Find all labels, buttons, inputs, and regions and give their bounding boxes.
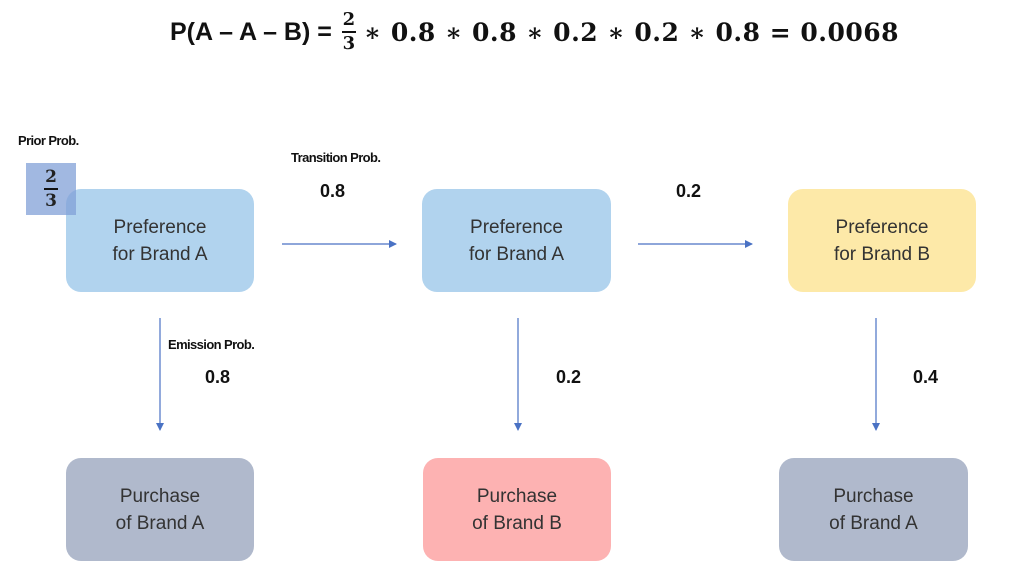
emission-prob-label: Emission Prob.: [168, 337, 255, 352]
emission-prob-2: 0.2: [556, 367, 582, 387]
observation-box-1: Purchase of Brand A: [66, 458, 254, 561]
prior-prob-badge: 2 3: [26, 163, 76, 215]
formula-fraction-numerator: 2: [342, 9, 356, 31]
emission-prob-1: 0.8: [205, 367, 231, 387]
observation-box-3: Purchase of Brand A: [779, 458, 968, 561]
state-box-3: Preference for Brand B: [788, 189, 976, 292]
transition-prob-2: 0.2: [676, 181, 702, 201]
prior-prob-label: Prior Prob.: [18, 133, 79, 148]
formula-fraction: 2 3: [341, 9, 356, 54]
formula-lhs: P(A – A – B) =: [170, 17, 332, 46]
observation-box-2: Purchase of Brand B: [423, 458, 611, 561]
transition-prob-1: 0.8: [320, 181, 346, 201]
probability-formula: P(A – A – B) = 2 3 ∗ 0.8 ∗ 0.8 ∗ 0.2 ∗ 0…: [170, 6, 899, 58]
prior-fraction: 2 3: [44, 167, 58, 211]
transition-prob-label: Transition Prob.: [291, 150, 381, 165]
state-box-1: Preference for Brand A: [66, 189, 254, 292]
prior-fraction-denominator: 3: [45, 190, 57, 211]
state-box-2: Preference for Brand A: [422, 189, 611, 292]
formula-product: ∗ 0.8 ∗ 0.8 ∗ 0.2 ∗ 0.2 ∗ 0.8 = 0.0068: [363, 17, 900, 47]
prior-fraction-numerator: 2: [45, 167, 57, 188]
formula-rhs: 2 3 ∗ 0.8 ∗ 0.8 ∗ 0.2 ∗ 0.2 ∗ 0.8 = 0.00…: [341, 9, 900, 54]
formula-fraction-denominator: 3: [342, 32, 356, 54]
emission-prob-3: 0.4: [913, 367, 939, 387]
